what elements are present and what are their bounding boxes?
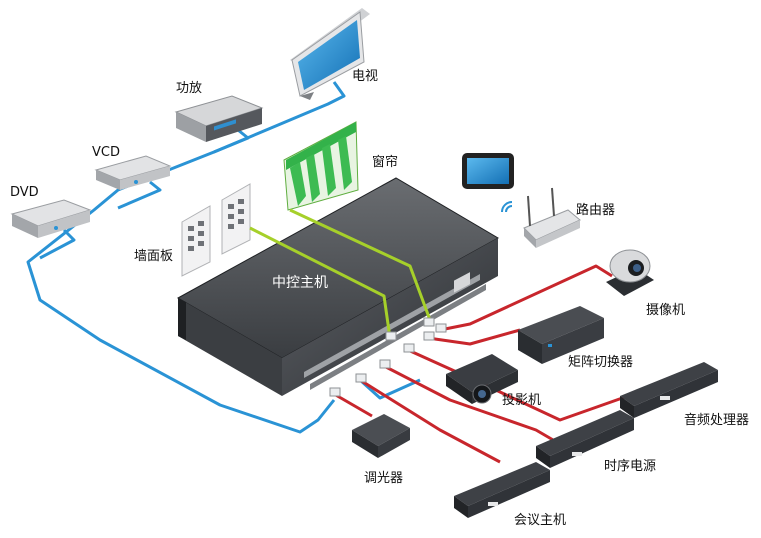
label-controller: 中控主机: [272, 275, 328, 291]
wall-panel-cable: [249, 226, 392, 339]
audio-processor-device: [620, 362, 718, 418]
amplifier-device: [174, 95, 264, 142]
amp-cable: [213, 128, 250, 154]
conference-cable: [359, 378, 501, 464]
red-cables: [333, 264, 629, 464]
tv-cable: [26, 81, 346, 434]
dimmer-cable: [333, 392, 373, 418]
matrix-cable: [427, 328, 521, 346]
label-dimmer: 调光器: [364, 471, 404, 486]
label-camera: 摄像机: [646, 303, 686, 318]
green-cables: [249, 208, 432, 339]
label-curtain: 窗帘: [372, 155, 399, 170]
dvd-cable: [39, 228, 76, 260]
label-vcd: VCD: [92, 145, 120, 160]
projector-device: [446, 354, 518, 404]
label-sequencer: 时序电源: [604, 459, 657, 474]
label-wall-panel: 墙面板: [134, 249, 174, 264]
vcd-device: [94, 155, 172, 190]
label-matrix: 矩阵切换器: [568, 355, 634, 370]
label-tv: 电视: [352, 69, 379, 84]
label-projector: 投影机: [502, 393, 542, 408]
tablet-icon: [462, 153, 514, 189]
label-dvd: DVD: [10, 185, 39, 200]
router-device: [523, 187, 581, 248]
curtain-cable: [289, 208, 432, 321]
label-conference: 会议主机: [514, 513, 567, 528]
wifi-icon: [501, 201, 513, 213]
sequencer-device: [536, 410, 634, 468]
camera-cable: [439, 264, 613, 332]
dvd-device: [10, 199, 92, 238]
label-audio-processor: 音频处理器: [684, 413, 750, 428]
connectors: [329, 317, 447, 397]
vcd-cable: [117, 180, 162, 210]
matrix-device: [518, 306, 604, 364]
controller-device: [176, 177, 500, 396]
router-cable: [358, 378, 421, 400]
dimmer-device: [352, 414, 410, 458]
audio-cable: [407, 348, 629, 422]
curtain-device: [283, 121, 359, 211]
wall-panel-device: [181, 183, 251, 277]
conference-device: [454, 462, 550, 518]
camera-device: [606, 249, 654, 296]
tv-device: [290, 8, 370, 100]
blue-cables: [26, 81, 421, 434]
label-router: 路由器: [576, 203, 616, 218]
label-amplifier: 功放: [176, 81, 203, 96]
sequencer-cable: [383, 364, 561, 446]
